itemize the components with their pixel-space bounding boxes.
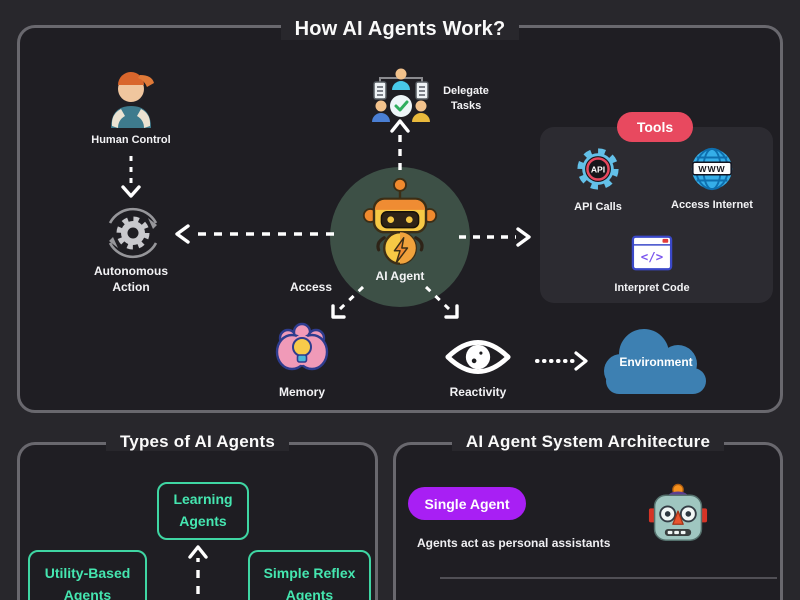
simple-reflex-agents-label: Simple Reflex Agents xyxy=(263,565,356,600)
svg-text:WWW: WWW xyxy=(698,164,725,174)
code-window-icon: </> xyxy=(631,235,673,271)
architecture-divider xyxy=(440,577,777,579)
utility-based-agents-label: Utility-Based Agents xyxy=(44,565,131,600)
access-edge-label: Access xyxy=(289,280,333,294)
learning-agents-label: Learning Agents xyxy=(173,491,233,529)
delegate-tasks-label: Delegate Tasks xyxy=(443,85,489,112)
autonomous-action-label: Autonomous Action xyxy=(94,264,168,294)
svg-text:API: API xyxy=(591,164,605,174)
team-check-icon xyxy=(372,68,430,122)
environment-label: Environment xyxy=(619,355,693,369)
reactivity-label: Reactivity xyxy=(449,385,507,399)
svg-text:</>: </> xyxy=(641,249,663,264)
human-control-label: Human Control xyxy=(91,134,171,146)
utility-based-agents-box: Utility-Based Agents xyxy=(28,550,147,600)
robot-head-icon xyxy=(648,483,708,541)
eye-icon xyxy=(445,340,511,374)
access-internet-label: Access Internet xyxy=(671,199,753,211)
ai-agent-label: AI Agent xyxy=(375,269,425,283)
learning-agents-box: Learning Agents xyxy=(157,482,249,540)
architecture-title: AI Agent System Architecture xyxy=(393,431,783,453)
simple-reflex-agents-box: Simple Reflex Agents xyxy=(248,550,371,600)
tools-panel xyxy=(540,127,773,303)
types-title: Types of AI Agents xyxy=(17,431,378,453)
cloud-icon xyxy=(604,329,706,394)
refresh-gear-icon xyxy=(108,207,158,259)
single-agent-badge: Single Agent xyxy=(408,487,526,520)
robot-agent-icon xyxy=(362,177,438,265)
architecture-panel xyxy=(393,442,783,600)
brain-bulb-icon xyxy=(275,322,329,371)
www-globe-icon: WWW xyxy=(691,147,733,191)
memory-label: Memory xyxy=(278,385,325,399)
architecture-description: Agents act as personal assistants xyxy=(417,536,611,550)
api-calls-label: API Calls xyxy=(574,201,622,213)
main-title: How AI Agents Work? xyxy=(0,17,800,41)
human-control-icon xyxy=(111,72,154,128)
api-gear-icon: API xyxy=(577,148,619,190)
tools-badge: Tools xyxy=(617,112,693,142)
interpret-code-label: Interpret Code xyxy=(614,282,690,294)
